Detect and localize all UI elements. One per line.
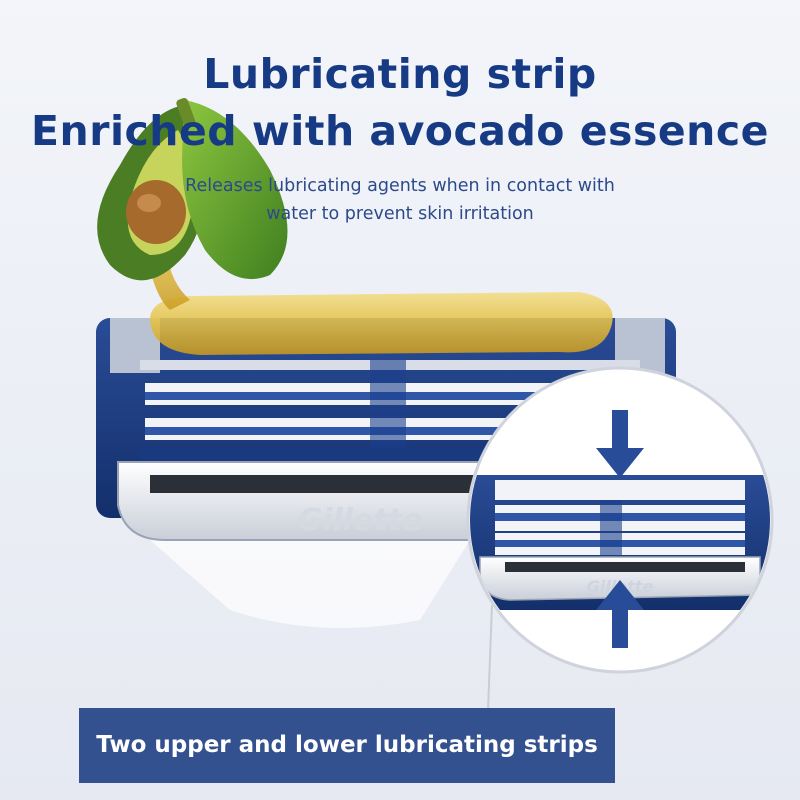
brand-logo: Gillette bbox=[298, 503, 423, 538]
description-line-2: water to prevent skin irritation bbox=[266, 204, 534, 224]
description-line-1: Releases lubricating agents when in cont… bbox=[185, 176, 615, 196]
avocado-icon bbox=[97, 97, 288, 281]
caption-text: Two upper and lower lubricating strips bbox=[96, 732, 598, 758]
headline-line-2: Enriched with avocado essence bbox=[31, 107, 769, 155]
lubricating-gel bbox=[150, 292, 613, 355]
arrow-up-icon bbox=[596, 580, 644, 648]
magnifier-inset: Gillette bbox=[466, 366, 774, 711]
arrow-down-icon bbox=[596, 410, 644, 478]
caption-banner: Two upper and lower lubricating strips bbox=[79, 708, 615, 783]
headline-line-1: Lubricating strip bbox=[203, 50, 597, 98]
